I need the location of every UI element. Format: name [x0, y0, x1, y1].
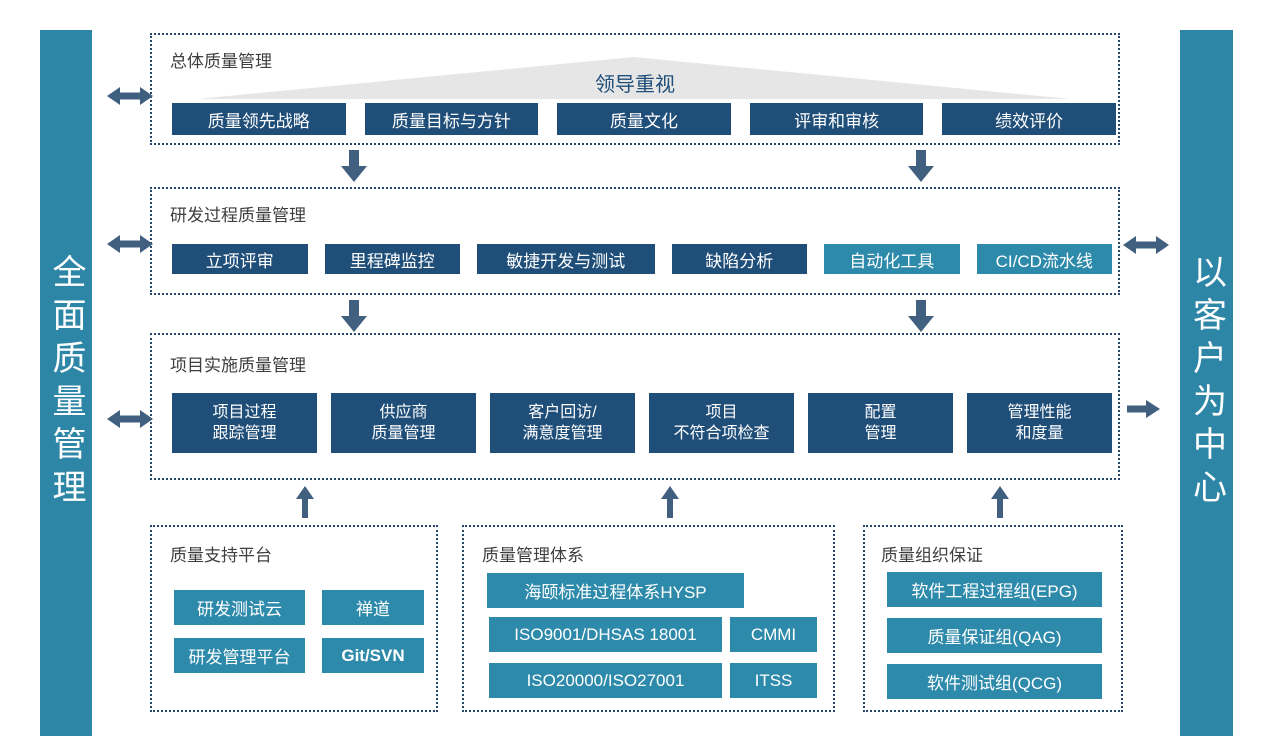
- project-item-line: 配置: [864, 404, 897, 421]
- rd-item: 敏捷开发与测试: [477, 244, 655, 274]
- org-item: 软件测试组(QCG): [887, 664, 1102, 699]
- panel-system-title: 质量管理体系: [482, 546, 584, 565]
- project-item: 供应商 质量管理: [331, 393, 476, 453]
- up-arrow-icon: [661, 486, 679, 518]
- project-item: 客户回访/ 满意度管理: [490, 393, 635, 453]
- project-item-line: 和度量: [1015, 425, 1064, 442]
- leadership-banner: 领导重视: [595, 74, 675, 96]
- system-banner: 海颐标准过程体系HYSP: [487, 573, 744, 608]
- panel-overall-quality: 领导重视 总体质量管理 质量领先战略 质量目标与方针 质量文化 评审和审核 绩效…: [150, 33, 1120, 145]
- panel-project-title: 项目实施质量管理: [170, 356, 306, 375]
- left-bar-label: 全面质量管理: [47, 254, 85, 512]
- overall-item: 绩效评价: [942, 103, 1116, 135]
- system-item: ISO9001/DHSAS 18001: [489, 617, 722, 652]
- up-arrow-icon: [991, 486, 1009, 518]
- panel-project-impl: 项目实施质量管理 项目过程 跟踪管理 供应商 质量管理 客户回访/ 满意度管理 …: [150, 333, 1120, 480]
- right-bar-label: 以客户为中心: [1187, 254, 1226, 512]
- project-item-line: 管理: [864, 425, 897, 442]
- support-item: 研发测试云: [174, 590, 305, 625]
- project-item: 管理性能 和度量: [967, 393, 1112, 453]
- project-item-line: 客户回访/: [528, 404, 597, 421]
- project-item: 项目 不符合项检查: [649, 393, 794, 453]
- double-arrow-icon: [107, 233, 153, 255]
- down-arrow-icon: [341, 150, 367, 182]
- org-item: 质量保证组(QAG): [887, 618, 1102, 653]
- panel-overall-title: 总体质量管理: [170, 52, 272, 71]
- panel-quality-system: 质量管理体系 海颐标准过程体系HYSP ISO9001/DHSAS 18001 …: [462, 525, 835, 712]
- panel-rd-title: 研发过程质量管理: [170, 206, 306, 225]
- double-arrow-icon: [107, 85, 153, 107]
- project-item-line: 跟踪管理: [212, 425, 277, 442]
- panel-org-title: 质量组织保证: [881, 546, 983, 565]
- panel-rd-process: 研发过程质量管理 立项评审 里程碑监控 敏捷开发与测试 缺陷分析 自动化工具 C…: [150, 187, 1120, 295]
- support-items-grid: 研发测试云 禅道 研发管理平台 Git/SVN: [174, 590, 424, 673]
- overall-item: 质量目标与方针: [364, 103, 539, 135]
- project-items-row: 项目过程 跟踪管理 供应商 质量管理 客户回访/ 满意度管理 项目 不符合项检查…: [172, 393, 1112, 453]
- down-arrow-icon: [908, 150, 934, 182]
- double-arrow-icon: [107, 408, 153, 430]
- rd-item: 缺陷分析: [671, 244, 807, 274]
- project-item-line: 质量管理: [371, 425, 436, 442]
- panel-support-platform: 质量支持平台 研发测试云 禅道 研发管理平台 Git/SVN: [150, 525, 438, 712]
- project-item-line: 项目: [705, 404, 738, 421]
- down-arrow-icon: [908, 300, 934, 332]
- overall-item: 评审和审核: [749, 103, 924, 135]
- overall-items-row: 质量领先战略 质量目标与方针 质量文化 评审和审核 绩效评价: [172, 103, 1116, 135]
- project-item: 配置 管理: [808, 393, 953, 453]
- org-item: 软件工程过程组(EPG): [887, 572, 1102, 607]
- project-item-line: 供应商: [379, 404, 428, 421]
- panel-support-title: 质量支持平台: [170, 546, 272, 565]
- project-item-line: 满意度管理: [522, 425, 603, 442]
- overall-item: 质量领先战略: [172, 103, 346, 135]
- system-item: ITSS: [730, 663, 817, 698]
- project-item-line: 项目过程: [212, 404, 277, 421]
- down-arrow-icon: [341, 300, 367, 332]
- rd-item: 里程碑监控: [324, 244, 460, 274]
- rd-items-row: 立项评审 里程碑监控 敏捷开发与测试 缺陷分析 自动化工具 CI/CD流水线: [172, 244, 1112, 274]
- up-arrow-icon: [296, 486, 314, 518]
- system-item: ISO20000/ISO27001: [489, 663, 722, 698]
- project-item-line: 不符合项检查: [673, 425, 770, 442]
- right-bar-customer-centric: 以客户为中心: [1180, 30, 1233, 736]
- project-item: 项目过程 跟踪管理: [172, 393, 317, 453]
- right-arrow-icon: [1127, 398, 1160, 420]
- left-bar-total-quality: 全面质量管理: [40, 30, 92, 736]
- support-item: Git/SVN: [322, 638, 424, 673]
- rd-item: 立项评审: [172, 244, 308, 274]
- rd-item: CI/CD流水线: [976, 244, 1112, 274]
- project-item-line: 管理性能: [1007, 404, 1072, 421]
- overall-item: 质量文化: [557, 103, 731, 135]
- support-item: 禅道: [322, 590, 424, 625]
- rd-item: 自动化工具: [824, 244, 960, 274]
- panel-quality-org: 质量组织保证 软件工程过程组(EPG) 质量保证组(QAG) 软件测试组(QCG…: [863, 525, 1123, 712]
- system-item: CMMI: [730, 617, 817, 652]
- support-item: 研发管理平台: [174, 638, 305, 673]
- double-arrow-icon: [1123, 234, 1169, 256]
